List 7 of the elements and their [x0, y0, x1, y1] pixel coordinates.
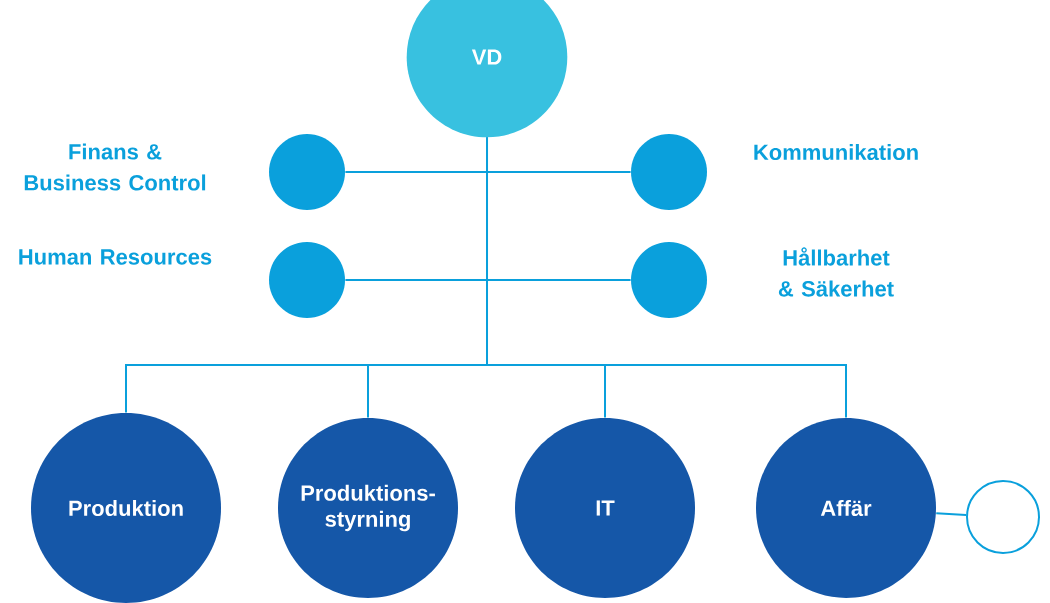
node-label: Kommunikation	[754, 143, 918, 161]
node-label: Finans & Business Control	[24, 143, 206, 191]
empty-circle	[966, 480, 1040, 554]
node-label: Human Resources	[19, 249, 212, 265]
connector-line	[486, 136, 847, 419]
connector-line	[935, 512, 968, 516]
node-label: Hållbarhet & Säkerhet	[778, 247, 894, 297]
